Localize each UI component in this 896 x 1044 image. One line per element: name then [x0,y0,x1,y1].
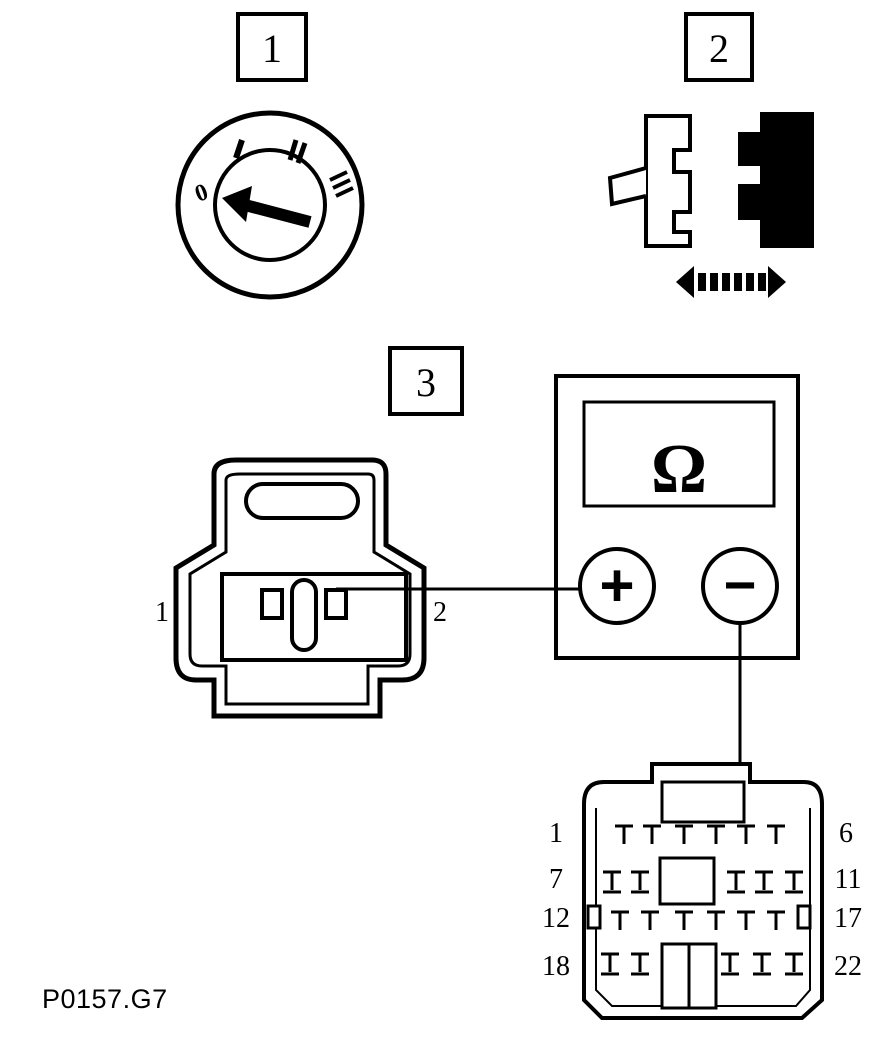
ecu-terminal [631,952,649,976]
step-1-label: 1 [236,12,308,82]
ecu-terminal [707,910,725,930]
svg-text:3: 3 [416,360,436,405]
ecu-row1-left-label: 1 [549,818,563,849]
figure-code: P0157.G7 [42,984,168,1014]
svg-text:2: 2 [709,26,729,71]
ecu-row3-left-label: 12 [542,903,570,934]
svg-text:−: − [724,553,757,616]
svg-text:1: 1 [262,26,282,71]
ecu-terminal [641,910,659,930]
sensor-pin-1-label: 1 [155,597,169,628]
ecu-terminal [755,870,773,894]
ecu-row3-right-label: 17 [834,903,862,934]
disconnect-connector-icon [607,112,814,298]
ecu-terminal [707,824,725,844]
ecu-terminal [737,910,755,930]
ignition-pos-I [233,139,245,159]
ohmmeter-icon: Ω + − [554,374,800,660]
ecu-terminal [601,952,619,976]
positive-terminal: + [578,547,656,625]
negative-terminal: − [701,547,779,625]
ecu-terminal [721,952,739,976]
ecu-pin-grid [601,824,803,976]
ecu-terminal [615,824,633,844]
svg-text:+: + [599,552,634,619]
ecu-terminal [737,824,755,844]
ecu-terminal [785,870,803,894]
ignition-pos-III [329,170,354,198]
ecu-row4-left-label: 18 [542,951,570,982]
ecu-terminal [785,952,803,976]
ecu-row2-right-label: 11 [835,864,862,895]
ignition-pos-II [287,139,308,164]
step-2-label: 2 [684,12,754,82]
ecu-row4-right-label: 22 [834,951,862,982]
ecu-terminal [727,870,745,894]
ecu-connector-icon: 1 7 12 18 6 11 17 22 [542,762,862,1020]
ecu-terminal [753,952,771,976]
ecu-terminal [675,910,693,930]
ecu-terminal [643,824,661,844]
ecu-row1-right-label: 6 [839,818,853,849]
sensor-pin-2-label: 2 [433,597,447,628]
ecu-terminal [767,824,785,844]
ignition-switch-icon: 0 [175,110,365,300]
ecu-terminal [675,824,693,844]
double-arrow-icon [676,266,786,298]
ignition-key-arrow [222,186,312,228]
ecu-terminal [767,910,785,930]
ecu-terminal [611,910,629,930]
ecu-row2-left-label: 7 [549,864,563,895]
ecu-terminal [631,870,649,894]
ohm-symbol: Ω [651,431,707,508]
step-3-label: 3 [388,346,464,416]
ecu-terminal [603,870,621,894]
